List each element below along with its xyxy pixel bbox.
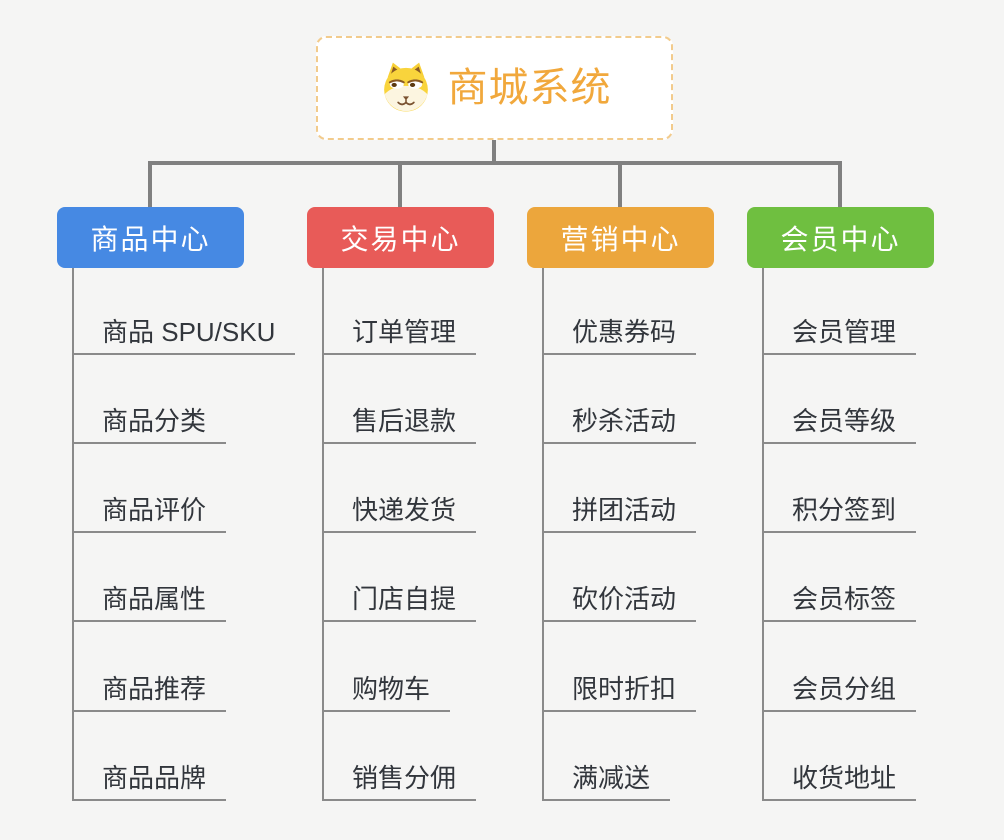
leaf-node[interactable]: 满减送 — [542, 761, 671, 801]
branch-trunk — [322, 268, 324, 801]
leaf-node[interactable]: 商品评价 — [72, 493, 227, 533]
leaf-node[interactable]: 优惠券码 — [542, 315, 697, 355]
branch-trunk — [72, 268, 74, 801]
leaf-node[interactable]: 会员等级 — [762, 404, 917, 444]
leaf-node[interactable]: 订单管理 — [322, 315, 477, 355]
leaf-node[interactable]: 销售分佣 — [322, 761, 477, 801]
leaf-node[interactable]: 会员管理 — [762, 315, 917, 355]
leaf-node[interactable]: 秒杀活动 — [542, 404, 697, 444]
leaf-node[interactable]: 商品分类 — [72, 404, 227, 444]
leaf-node[interactable]: 商品品牌 — [72, 761, 227, 801]
connector-drop-marketing — [618, 161, 622, 209]
leaf-node[interactable]: 商品属性 — [72, 582, 227, 622]
dog-face-icon — [378, 60, 434, 116]
branch-product-center: 商品中心 商品 SPU/SKU 商品分类 商品评价 商品属性 商品推荐 商品品牌 — [57, 207, 312, 840]
leaf-node[interactable]: 会员标签 — [762, 582, 917, 622]
leaf-node[interactable]: 限时折扣 — [542, 672, 697, 712]
branch-header-trade-center[interactable]: 交易中心 — [307, 207, 494, 268]
leaf-node[interactable]: 收货地址 — [762, 761, 917, 801]
connector-drop-member — [838, 161, 842, 209]
branch-header-member-center[interactable]: 会员中心 — [747, 207, 934, 268]
leaf-node[interactable]: 砍价活动 — [542, 582, 697, 622]
leaf-node[interactable]: 拼团活动 — [542, 493, 697, 533]
leaf-node[interactable]: 售后退款 — [322, 404, 477, 444]
branch-marketing-center: 营销中心 优惠券码 秒杀活动 拼团活动 砍价活动 限时折扣 满减送 — [527, 207, 782, 840]
root-node-mall-system[interactable]: 商城系统 — [316, 36, 673, 140]
leaf-node[interactable]: 积分签到 — [762, 493, 917, 533]
connector-drop-product — [148, 161, 152, 209]
root-title: 商城系统 — [447, 66, 612, 110]
branch-trunk — [762, 268, 764, 801]
connector-root-stub — [492, 140, 496, 163]
leaf-node[interactable]: 门店自提 — [322, 582, 477, 622]
connector-bus — [148, 161, 840, 165]
leaf-node[interactable]: 商品 SPU/SKU — [72, 315, 296, 355]
branch-member-center: 会员中心 会员管理 会员等级 积分签到 会员标签 会员分组 收货地址 — [747, 207, 1002, 840]
leaf-node[interactable]: 快递发货 — [322, 493, 477, 533]
leaf-node[interactable]: 会员分组 — [762, 672, 917, 712]
branch-trade-center: 交易中心 订单管理 售后退款 快递发货 门店自提 购物车 销售分佣 — [307, 207, 562, 840]
branch-header-product-center[interactable]: 商品中心 — [57, 207, 244, 268]
branch-trunk — [542, 268, 544, 801]
leaf-node[interactable]: 商品推荐 — [72, 672, 227, 712]
leaf-node[interactable]: 购物车 — [322, 672, 451, 712]
branch-header-marketing-center[interactable]: 营销中心 — [527, 207, 714, 268]
connector-drop-trade — [398, 161, 402, 209]
